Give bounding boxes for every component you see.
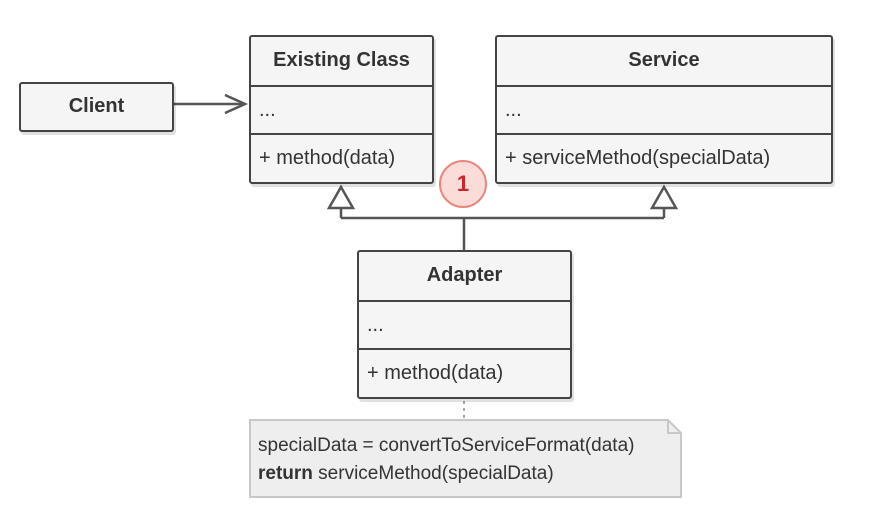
adapter-class-title: Adapter [426,264,503,286]
service-class-fields: ... [497,85,831,133]
step-number-badge: 1 [439,160,487,208]
service-class-box: Service ... + serviceMethod(specialData) [495,35,833,184]
note-line-1: specialData = convertToServiceFormat(dat… [258,435,635,456]
note-line-2: return serviceMethod(specialData) [258,460,682,488]
service-class-method: + serviceMethod(specialData) [497,133,831,181]
service-class-title: Service [628,49,700,71]
note-shape [249,419,682,498]
existing-class-title: Existing Class [273,49,410,71]
existing-class-inheritance-triangle [326,184,356,210]
existing-class-fields: ... [251,85,432,133]
client-class-title: Client [68,95,125,117]
adapter-class-box: Adapter ... + method(data) [357,250,572,399]
adapter-class-method: + method(data) [359,348,570,396]
note-fold-corner [667,420,681,434]
client-class-box: Client [19,82,174,132]
note-line-2-rest: serviceMethod(specialData) [312,463,554,484]
adapter-class-fields: ... [359,300,570,348]
note-return-keyword: return [258,463,313,484]
existing-class-method: + method(data) [251,133,432,181]
service-inheritance-triangle [649,184,679,210]
code-note: specialData = convertToServiceFormat(dat… [249,419,682,498]
existing-class-box: Existing Class ... + method(data) [249,35,434,184]
association-arrowhead [224,93,249,115]
